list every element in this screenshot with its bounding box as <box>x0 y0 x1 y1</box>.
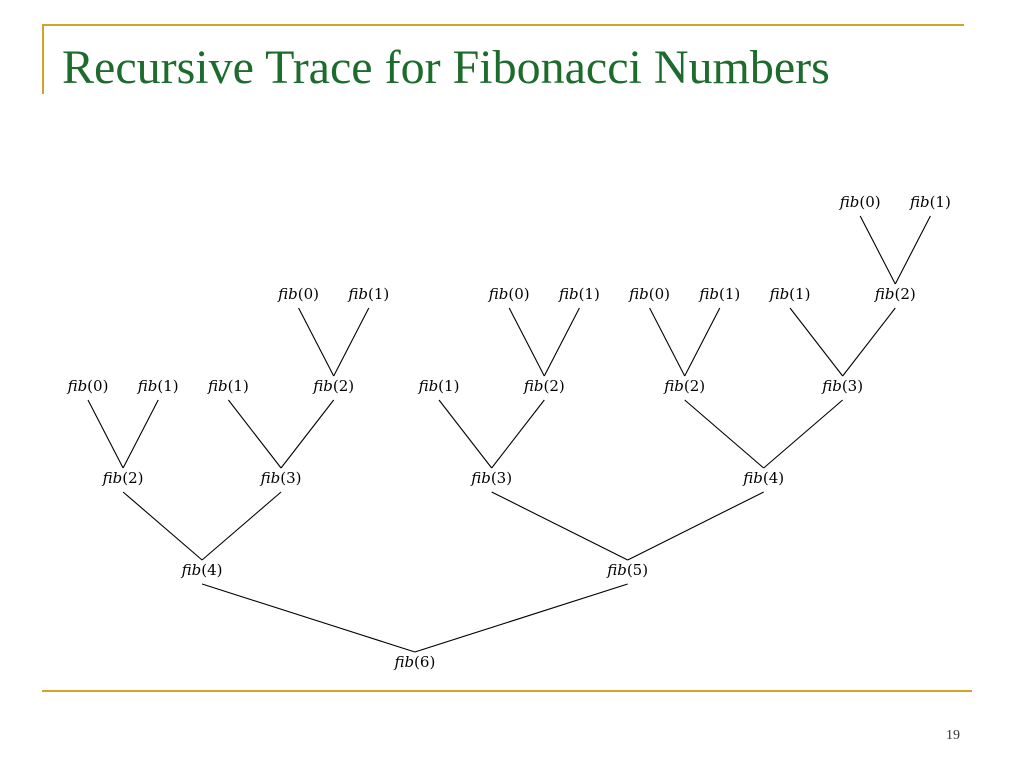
tree-edge-fib6-to-fib5 <box>414 583 628 653</box>
tree-node-fib-0: fib(0) <box>488 285 530 303</box>
tree-edge-fib3-to-fib2 <box>491 399 545 469</box>
tree-node-fib-1: fib(1) <box>698 285 740 303</box>
tree-edge-fib2-to-fib0 <box>87 399 124 469</box>
tree-node-fib-1: fib(1) <box>909 193 951 211</box>
tree-edge-fib2-to-fib0 <box>859 215 896 285</box>
tree-node-fib-2: fib(2) <box>874 285 916 303</box>
tree-edge-fib2-to-fib1 <box>684 307 721 377</box>
tree-node-fib-3: fib(3) <box>821 377 863 395</box>
tree-edge-fib3-to-fib1 <box>438 399 493 469</box>
tree-edge-fib3-to-fib1 <box>227 399 282 469</box>
left-accent-rule <box>42 24 44 94</box>
tree-edge-fib2-to-fib0 <box>508 307 545 377</box>
tree-node-fib-1: fib(1) <box>137 377 179 395</box>
tree-node-fib-4: fib(4) <box>181 561 223 579</box>
tree-node-fib-2: fib(2) <box>312 377 354 395</box>
tree-node-fib-2: fib(2) <box>523 377 565 395</box>
tree-edge-fib4-to-fib2 <box>684 399 765 469</box>
tree-node-fib-0: fib(0) <box>628 285 670 303</box>
top-rule <box>42 24 964 26</box>
tree-edge-fib4-to-fib2 <box>122 491 203 561</box>
tree-edge-fib3-to-fib1 <box>789 307 844 377</box>
tree-node-fib-1: fib(1) <box>347 285 389 303</box>
tree-node-fib-0: fib(0) <box>277 285 319 303</box>
tree-node-fib-6: fib(6) <box>393 653 435 671</box>
bottom-rule <box>42 690 972 692</box>
tree-edge-fib3-to-fib2 <box>280 399 335 469</box>
tree-node-fib-3: fib(3) <box>260 469 302 487</box>
tree-node-fib-4: fib(4) <box>742 469 784 487</box>
tree-edge-fib4-to-fib3 <box>201 491 282 561</box>
tree-node-fib-2: fib(2) <box>102 469 144 487</box>
tree-node-fib-1: fib(1) <box>558 285 600 303</box>
tree-node-fib-1: fib(1) <box>418 377 460 395</box>
tree-node-fib-0: fib(0) <box>67 377 109 395</box>
tree-edge-fib2-to-fib1 <box>333 307 370 377</box>
tree-node-fib-3: fib(3) <box>470 469 512 487</box>
tree-edge-fib5-to-fib3 <box>491 491 628 561</box>
page-number: 19 <box>946 728 960 743</box>
tree-edge-fib2-to-fib0 <box>649 307 686 377</box>
tree-node-fib-0: fib(0) <box>839 193 881 211</box>
tree-edge-fib6-to-fib4 <box>201 583 416 653</box>
tree-edge-fib2-to-fib1 <box>543 307 580 377</box>
tree-edge-fib3-to-fib2 <box>842 307 896 377</box>
tree-edge-fib5-to-fib4 <box>627 491 764 561</box>
tree-node-fib-1: fib(1) <box>207 377 249 395</box>
tree-node-fib-2: fib(2) <box>663 377 705 395</box>
tree-node-fib-5: fib(5) <box>606 561 648 579</box>
tree-node-fib-1: fib(1) <box>769 285 811 303</box>
tree-edge-fib2-to-fib1 <box>894 215 931 285</box>
slide-title: Recursive Trace for Fibonacci Numbers <box>62 41 830 94</box>
tree-edge-fib2-to-fib1 <box>122 399 159 469</box>
tree-edge-fib4-to-fib3 <box>763 399 844 469</box>
tree-edge-fib2-to-fib0 <box>298 307 335 377</box>
